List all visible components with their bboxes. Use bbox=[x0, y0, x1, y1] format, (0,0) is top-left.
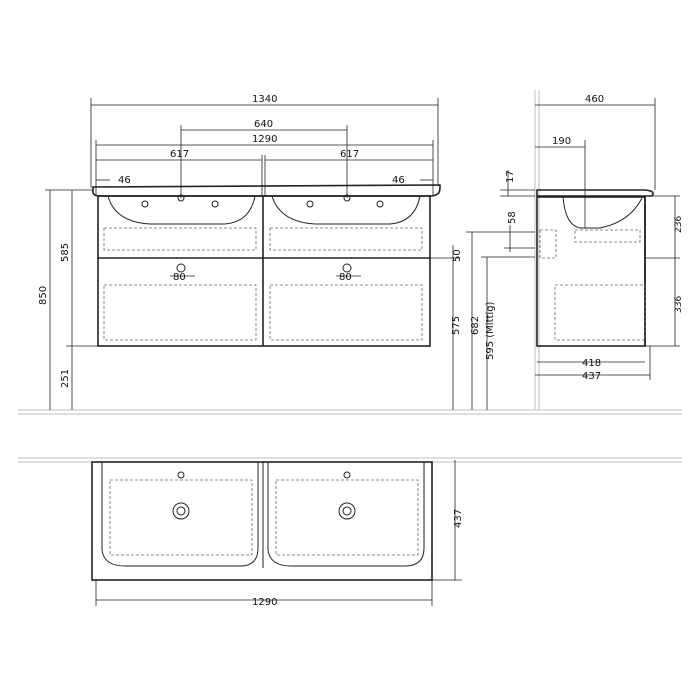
front-dimensions bbox=[45, 98, 535, 410]
dim-236: 236 bbox=[674, 216, 684, 233]
dim-1290: 1290 bbox=[252, 134, 277, 145]
dim-595: 595 (Mittig) bbox=[485, 301, 496, 360]
side-dimensions: 460 190 17 58 236 336 418 437 bbox=[500, 94, 684, 382]
dim-251: 251 bbox=[60, 369, 71, 388]
dim-46-right: 46 bbox=[392, 175, 405, 186]
dim-437: 437 bbox=[582, 371, 601, 382]
dim-1340: 1340 bbox=[252, 94, 277, 105]
dim-58: 58 bbox=[507, 211, 518, 224]
dim-17: 17 bbox=[505, 170, 516, 183]
dim-50: 50 bbox=[452, 249, 463, 262]
dim-336: 336 bbox=[674, 296, 684, 313]
dim-850: 850 bbox=[38, 286, 49, 305]
dim-617-left: 617 bbox=[170, 149, 189, 160]
dim-190: 190 bbox=[552, 136, 571, 147]
dim-575: 575 bbox=[451, 316, 462, 335]
dim-80-left: 80 bbox=[173, 272, 186, 283]
front-dimension-labels: 1340 640 1290 617 617 46 46 80 80 850 58… bbox=[38, 94, 496, 388]
dim-top-437: 437 bbox=[453, 509, 464, 528]
side-view bbox=[536, 189, 654, 347]
front-view bbox=[92, 184, 441, 347]
top-view: 437 1290 bbox=[91, 460, 464, 608]
dim-80-right: 80 bbox=[339, 272, 352, 283]
dim-460: 460 bbox=[585, 94, 604, 105]
dim-418: 418 bbox=[582, 358, 601, 369]
dim-682: 682 bbox=[470, 316, 481, 335]
dim-617-right: 617 bbox=[340, 149, 359, 160]
dim-top-1290: 1290 bbox=[252, 597, 277, 608]
dim-585: 585 bbox=[60, 243, 71, 262]
dim-46-left: 46 bbox=[118, 175, 131, 186]
dim-640: 640 bbox=[254, 119, 273, 130]
